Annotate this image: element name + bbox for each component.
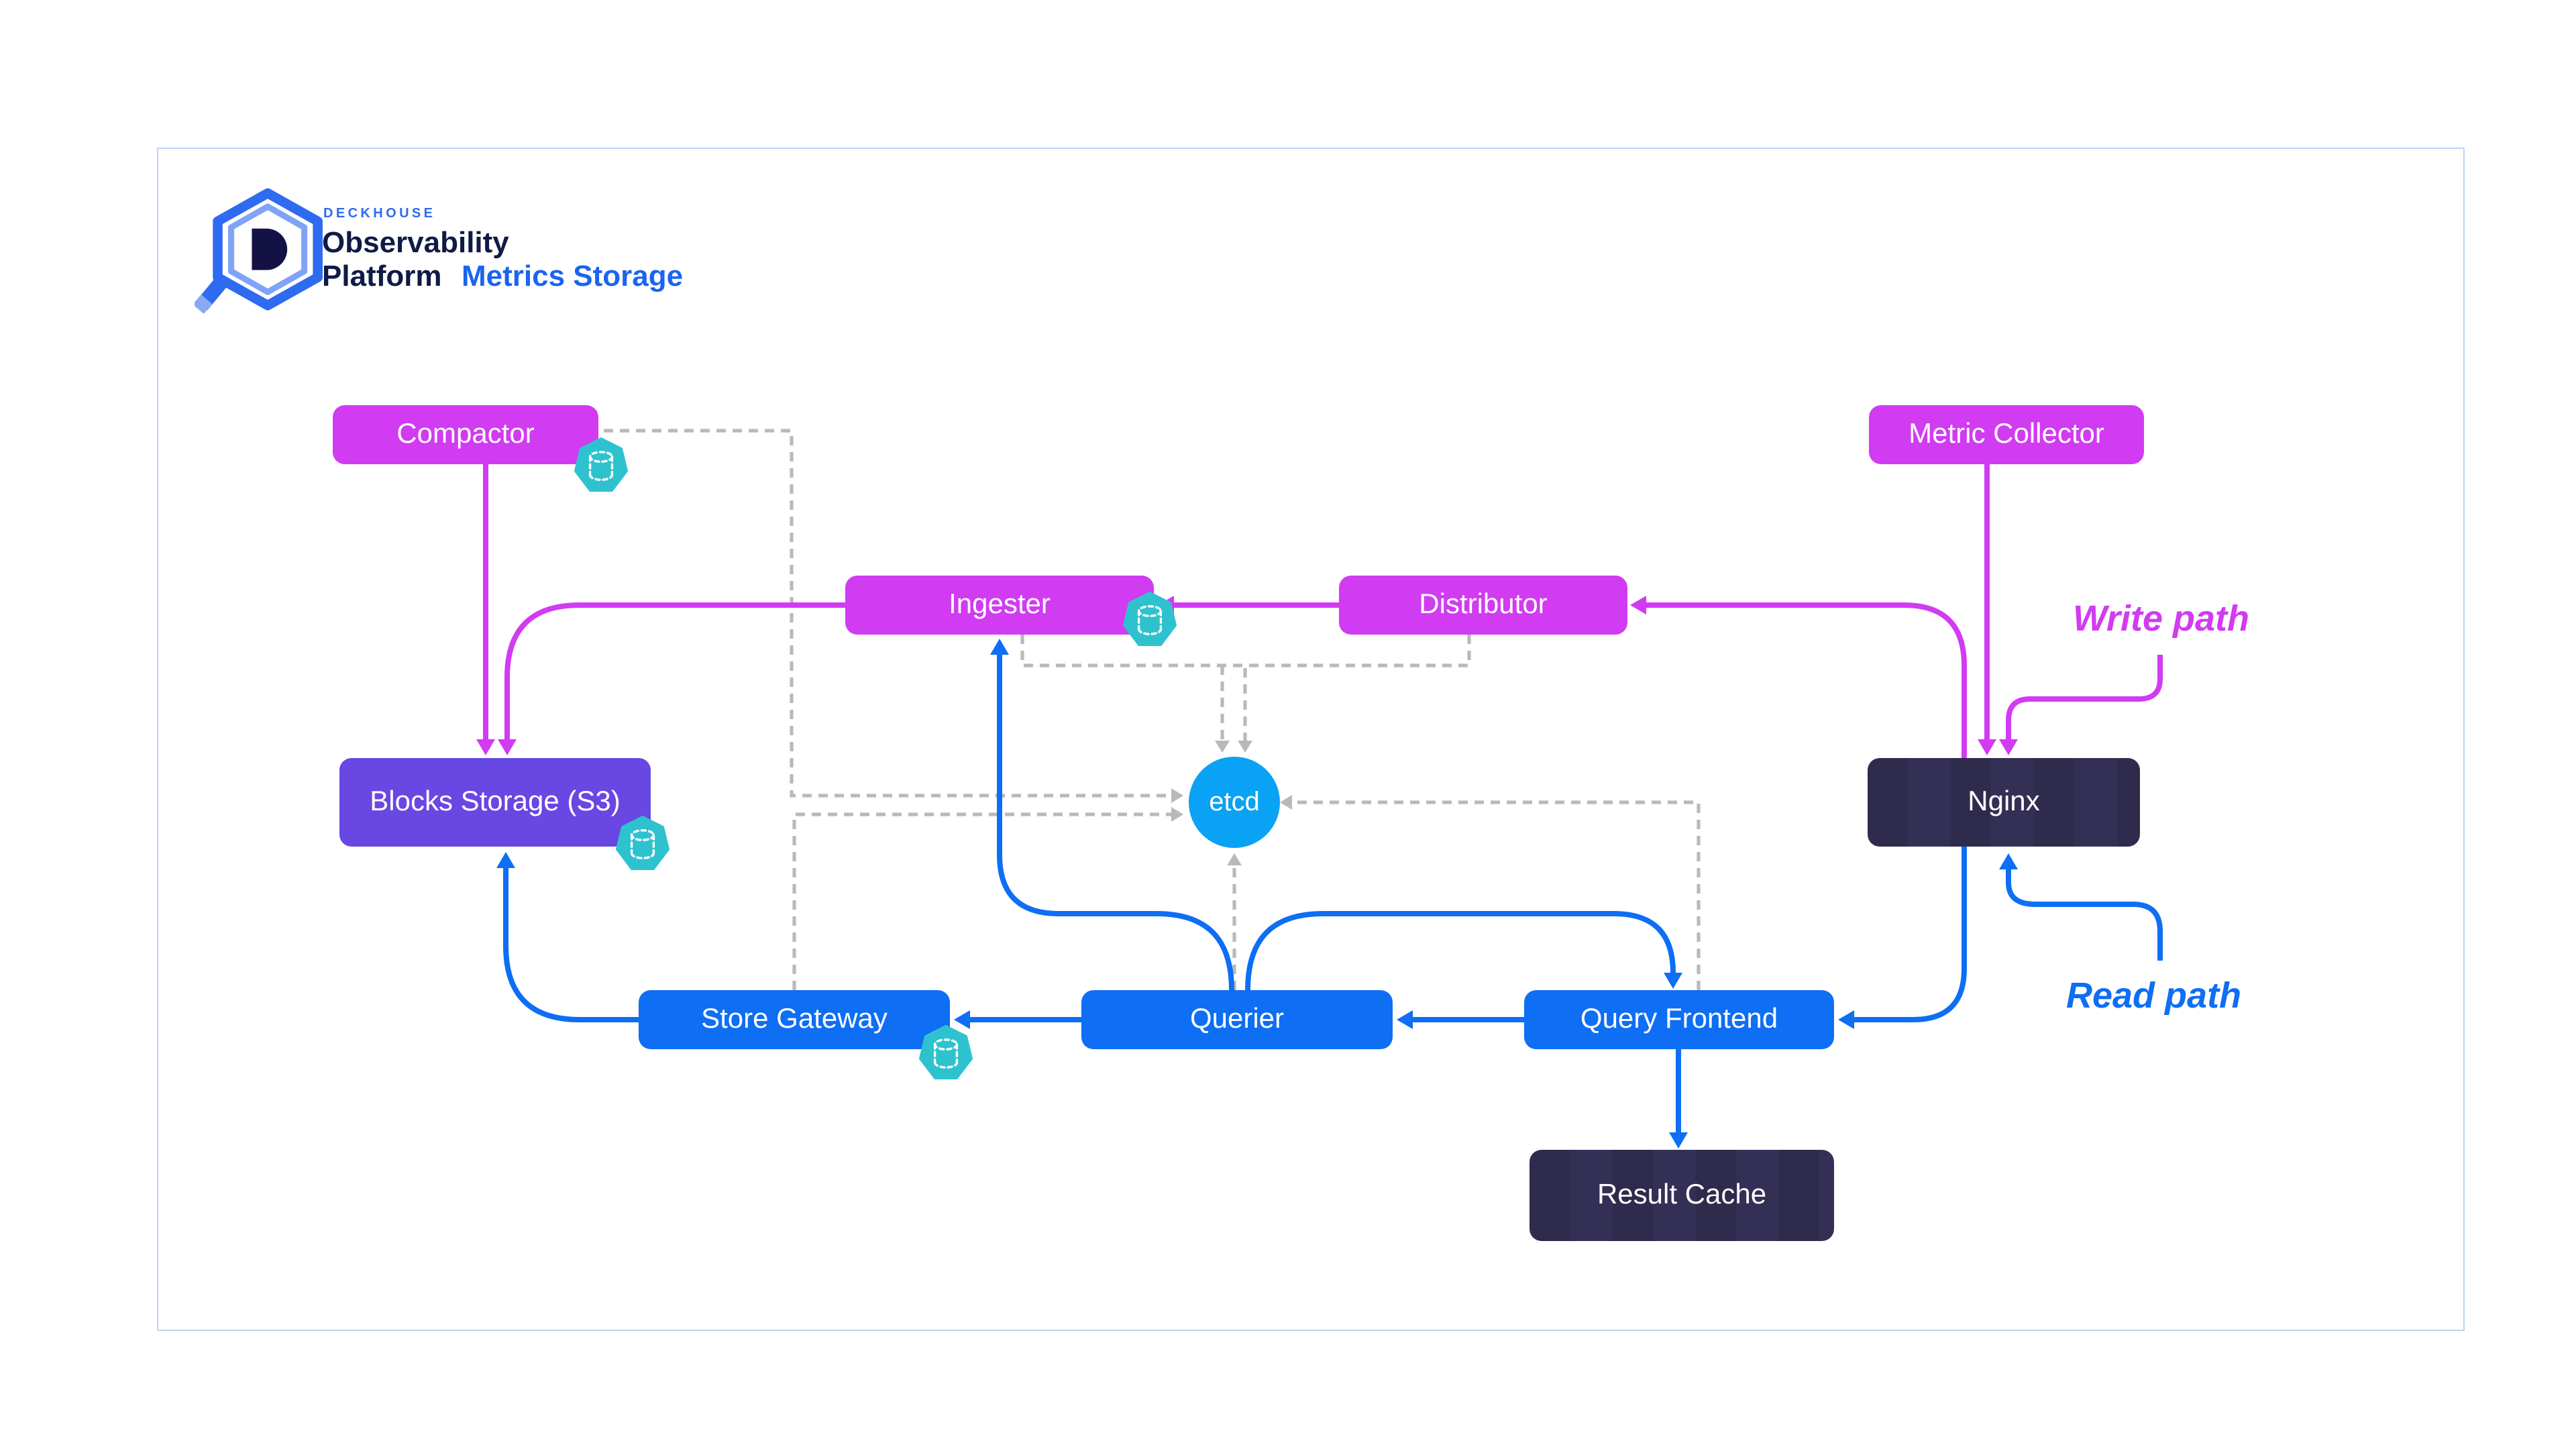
node-querier: Querier [1081, 990, 1393, 1049]
product-name-line1: Observability [322, 225, 509, 259]
node-label: Blocks Storage (S3) [370, 786, 621, 817]
node-metric-collector: Metric Collector [1869, 405, 2144, 464]
write-path-label: Write path [2073, 598, 2250, 639]
deckhouse-logo-icon [195, 188, 323, 314]
node-nginx: Nginx [1868, 758, 2140, 847]
node-label: Result Cache [1597, 1179, 1767, 1210]
node-label: Compactor [396, 418, 535, 449]
node-label: Ingester [949, 588, 1051, 620]
node-label: etcd [1209, 787, 1260, 816]
node-query-frontend: Query Frontend [1524, 990, 1834, 1049]
node-label: Query Frontend [1580, 1003, 1778, 1034]
read-path-label: Read path [2066, 975, 2242, 1016]
node-etcd: etcd [1189, 757, 1280, 848]
product-name-line2: Platform [322, 259, 442, 292]
node-blocks-storage: Blocks Storage (S3) [339, 758, 651, 847]
node-label: Store Gateway [701, 1003, 888, 1034]
diagram-frame [157, 148, 2465, 1331]
diagram-title: Metrics Storage [462, 259, 684, 292]
node-result-cache: Result Cache [1529, 1150, 1834, 1241]
node-label: Metric Collector [1909, 418, 2104, 449]
node-label: Distributor [1419, 588, 1548, 620]
logo-letter-d [252, 228, 288, 270]
node-store-gateway: Store Gateway [639, 990, 950, 1049]
node-label: Querier [1189, 1003, 1285, 1034]
node-ingester: Ingester [845, 576, 1154, 635]
node-distributor: Distributor [1339, 576, 1627, 635]
brand-name: DECKHOUSE [323, 207, 436, 221]
node-label: Nginx [1968, 786, 2040, 817]
node-compactor: Compactor [333, 405, 598, 464]
